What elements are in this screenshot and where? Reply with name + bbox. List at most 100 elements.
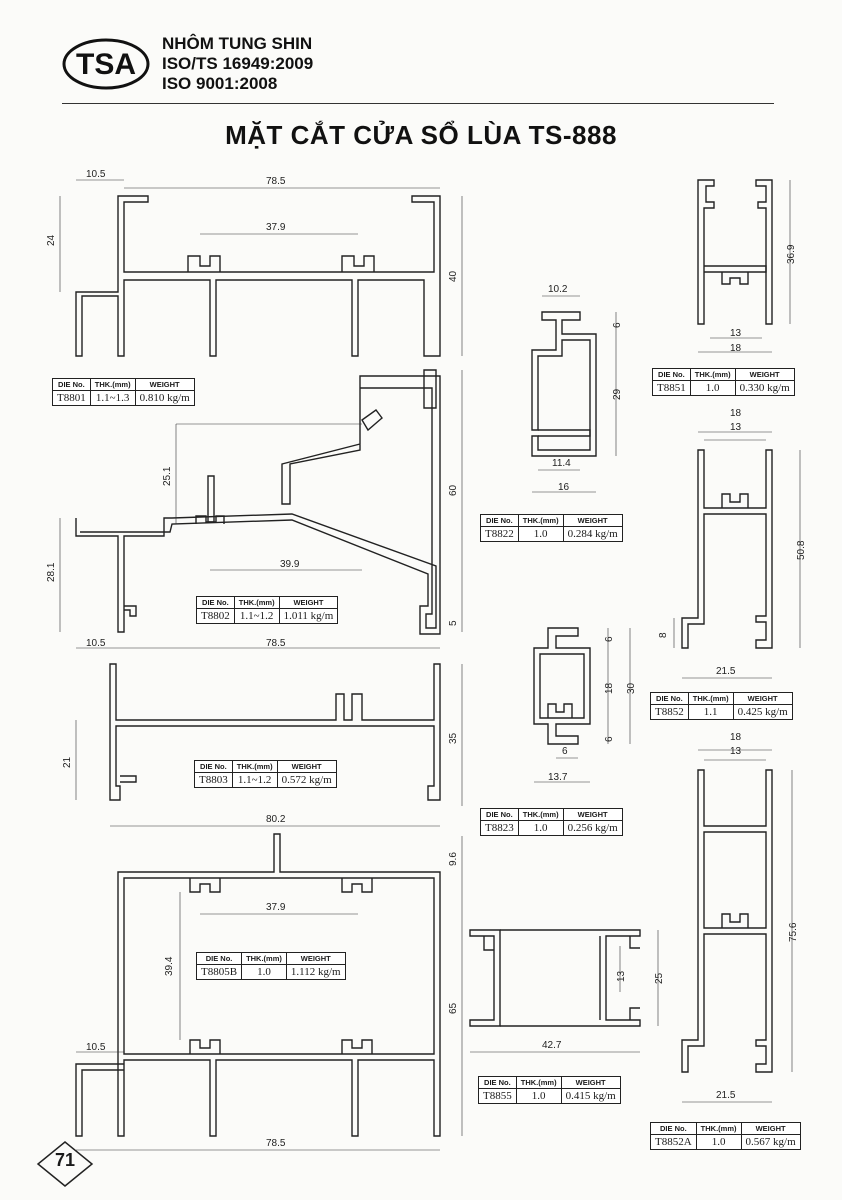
dim-t8823-6-top: 6 [604,636,615,642]
weight-value: 0.284 kg/m [562,526,623,542]
header-weight: WEIGHT [276,760,337,773]
header-die-no: DIE No. [196,596,235,609]
dim-t8802-25-1: 25.1 [162,466,173,486]
dim-t8852-13: 13 [730,422,742,433]
dim-t8851-36-9: 36.9 [786,244,797,264]
header-thk: THK.(mm) [689,368,736,381]
dim-t8801-78-5: 78.5 [266,176,286,187]
die-number: T8852A [650,1134,697,1150]
header-weight: WEIGHT [732,692,793,705]
weight-value: 1.112 kg/m [285,964,346,980]
dim-t8852-18: 18 [730,408,742,419]
header-die-no: DIE No. [480,808,519,821]
dim-t8852a-13: 13 [730,746,742,757]
dim-t8852-8: 8 [658,632,669,638]
die-number: T8805B [195,964,243,980]
weight-value: 0.572 kg/m [276,772,337,788]
dim-t8855-25: 25 [654,972,665,984]
die-number: T8822 [480,526,519,542]
thickness: 1.0 [695,1134,742,1150]
dim-t8802-60: 60 [448,484,459,496]
profile-t8802: 25.1 60 28.1 39.9 5 10.5 78.5 [46,369,463,649]
header-thk: THK.(mm) [517,808,564,821]
header-weight: WEIGHT [278,596,339,609]
header-weight: WEIGHT [560,1076,621,1089]
header-die-no: DIE No. [478,1076,517,1089]
header-thk: THK.(mm) [695,1122,742,1135]
dim-t8805b-10-5: 10.5 [86,1042,106,1053]
company-block: NHÔM TUNG SHIN ISO/TS 16949:2009 ISO 900… [162,34,313,94]
certification-iso: ISO 9001:2008 [162,74,278,93]
header-divider [62,103,774,104]
header-weight: WEIGHT [734,368,795,381]
dim-t8823-6-bottom-width: 6 [562,746,568,757]
dim-t8805b-37-9: 37.9 [266,902,286,913]
header-thk: THK.(mm) [89,378,136,391]
weight-value: 0.425 kg/m [732,704,793,720]
header-die-no: DIE No. [52,378,91,391]
dim-t8851-18: 18 [730,343,742,354]
dim-t8822-16: 16 [558,482,570,493]
header-weight: WEIGHT [134,378,195,391]
dim-t8822-10-2: 10.2 [548,284,568,295]
header-thk: THK.(mm) [517,514,564,527]
profile-t8851: 36.9 13 18 [697,179,797,354]
profile-t8855: 13 25 42.7 [469,929,665,1053]
dim-t8852a-21-5: 21.5 [716,1090,736,1101]
profile-t8823: 6 18 30 6 6 13.7 [533,627,637,783]
die-number: T8855 [478,1088,517,1104]
thickness: 1.0 [517,820,564,836]
page-number: 71 [54,1150,76,1170]
dim-t8803-35: 35 [448,732,459,744]
dim-t8823-30: 30 [626,682,637,694]
dim-t8855-13: 13 [616,970,627,982]
header-thk: THK.(mm) [233,596,280,609]
page-number-badge [36,1141,94,1187]
profile-t8801: 10.5 78.5 37.9 24 40 [46,169,463,357]
weight-value: 0.256 kg/m [562,820,623,836]
dim-t8803-21: 21 [62,756,73,768]
header-weight: WEIGHT [740,1122,801,1135]
dim-t8802-5: 5 [448,620,459,626]
dim-t8852a-18: 18 [730,732,742,743]
dim-t8852a-75-6: 75.6 [788,922,799,942]
dim-t8801-37-9: 37.9 [266,222,286,233]
weight-value: 0.810 kg/m [134,390,195,406]
tsa-logo: TSA [62,38,150,90]
header-thk: THK.(mm) [515,1076,562,1089]
dim-t8801-24: 24 [46,234,57,246]
dim-t8805b-65: 65 [448,1002,459,1014]
die-number: T8852 [650,704,689,720]
dim-t8823-6-bottom: 6 [604,736,615,742]
certification-iso-ts: ISO/TS 16949:2009 [162,54,314,73]
die-number: T8803 [194,772,233,788]
header-thk: THK.(mm) [241,952,287,965]
thickness: 1.0 [241,964,287,980]
dim-t8851-13: 13 [730,328,742,339]
dim-t8823-13-7: 13.7 [548,772,568,783]
thickness: 1.1~1.3 [89,390,136,406]
dim-t8801-40: 40 [448,270,459,282]
header-die-no: DIE No. [650,1122,697,1135]
logo-text: TSA [76,48,136,81]
header-weight: WEIGHT [562,808,623,821]
profile-t8852: 18 13 50.8 8 21.5 [658,408,807,679]
thickness: 1.0 [517,526,564,542]
dim-t8822-6: 6 [612,322,623,328]
header-thk: THK.(mm) [231,760,278,773]
die-number: T8851 [652,380,691,396]
thickness: 1.1~1.2 [231,772,278,788]
header-die-no: DIE No. [652,368,691,381]
thickness: 1.0 [515,1088,562,1104]
dim-t8822-11-4: 11.4 [552,458,571,469]
profile-t8822: 10.2 6 29 11.4 16 [531,284,623,493]
